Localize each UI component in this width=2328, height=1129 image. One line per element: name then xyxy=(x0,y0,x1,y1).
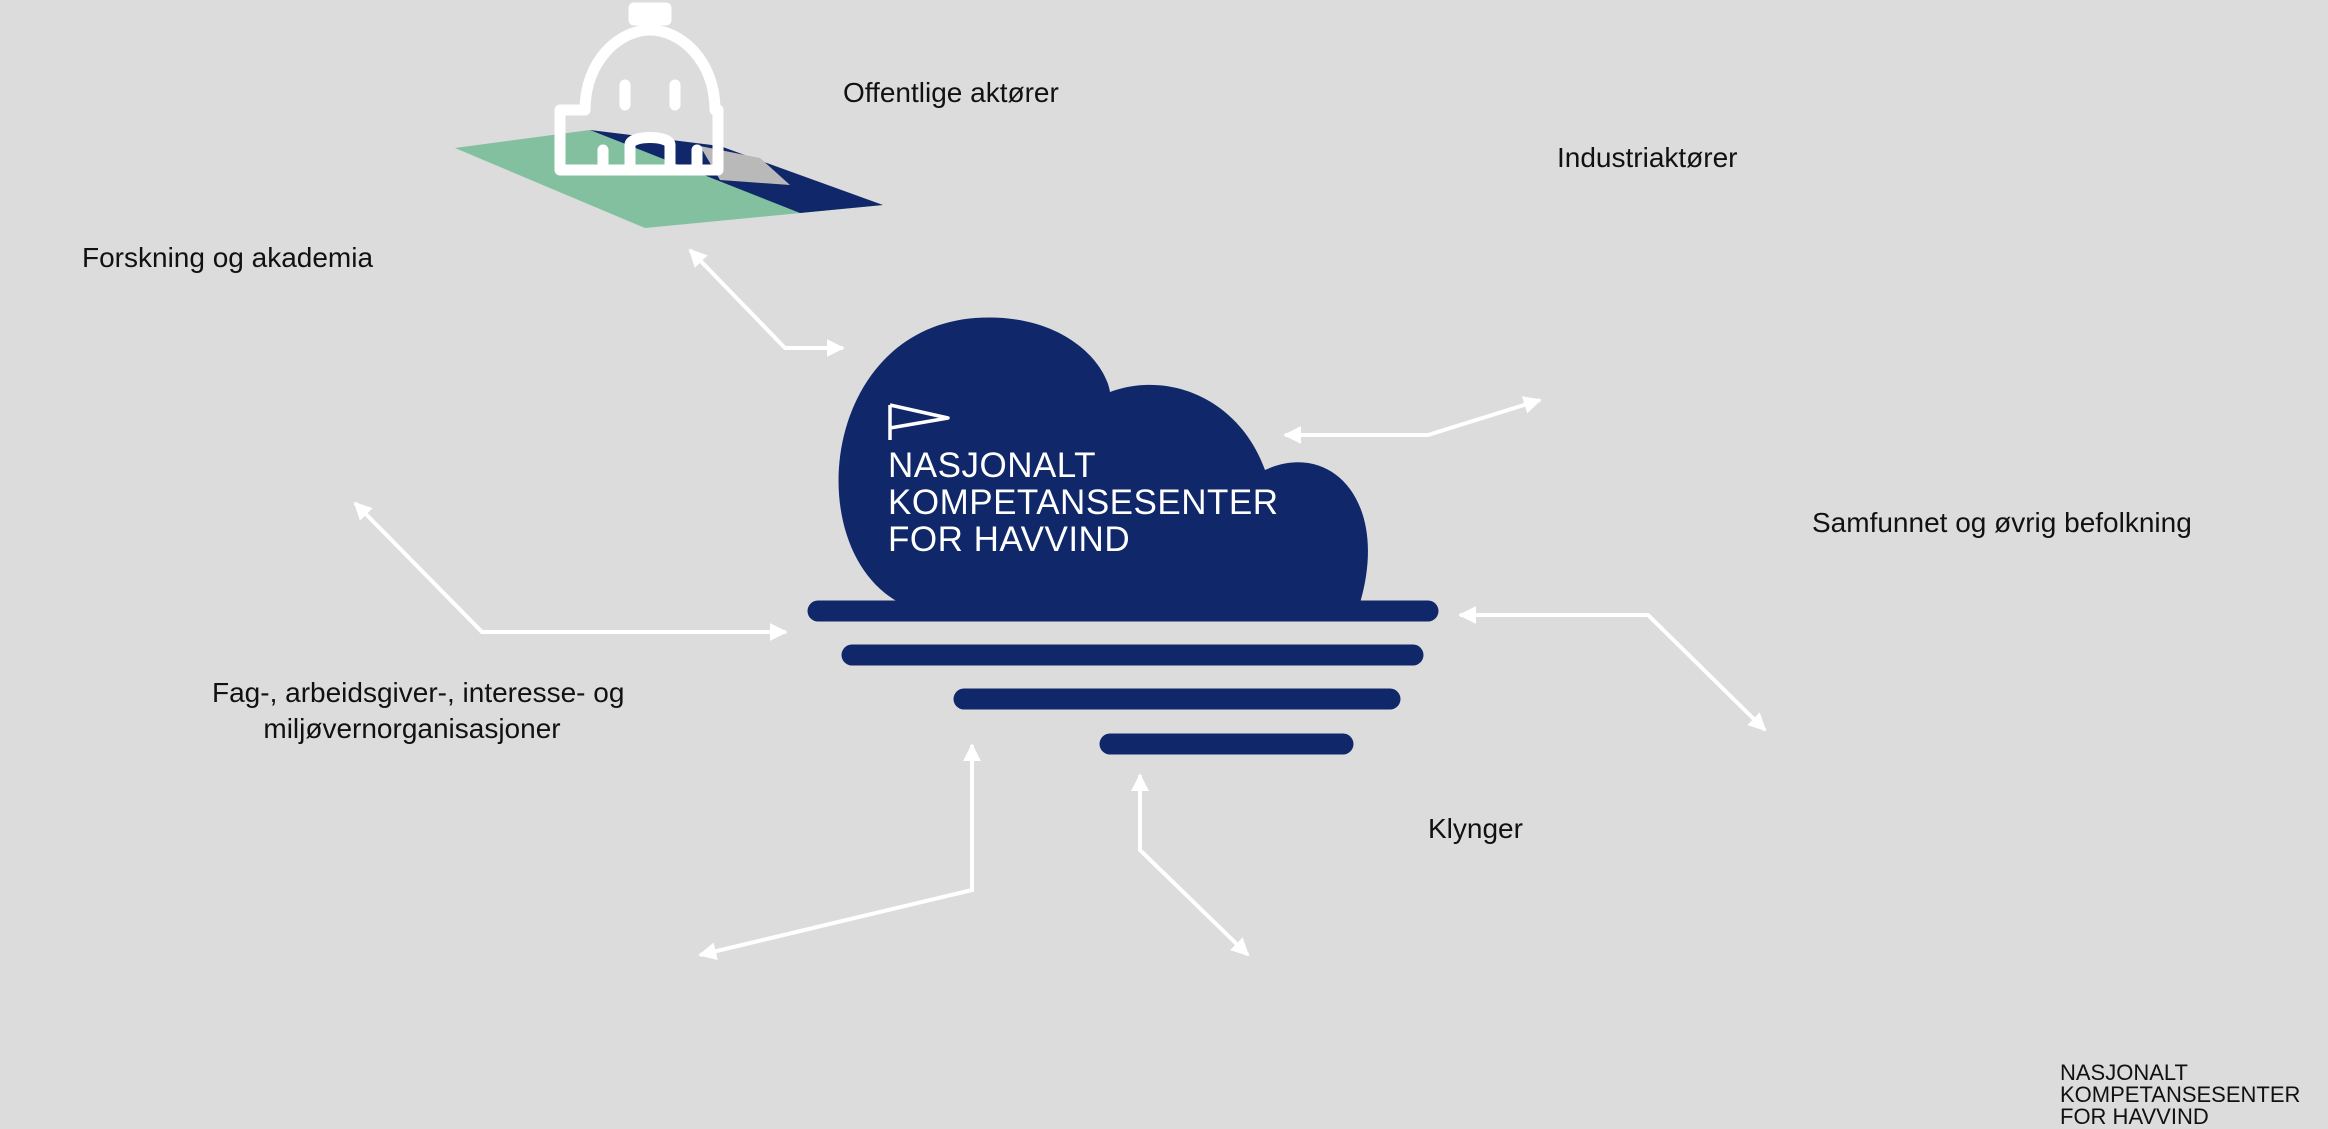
corner-logo-line2: KOMPETANSESENTER xyxy=(2060,1082,2301,1107)
label-society: Samfunnet og øvrig befolkning xyxy=(1812,507,2192,538)
arrow-society xyxy=(1458,606,1767,732)
center-title-line1: NASJONALT xyxy=(888,446,1097,485)
label-research: Forskning og akademia xyxy=(82,242,374,273)
label-organizations-line1: Fag-, arbeidsgiver-, interesse- og xyxy=(212,677,625,708)
label-clusters: Klynger xyxy=(1428,813,1523,844)
label-industry: Industriaktører xyxy=(1557,142,1738,173)
arrow-organizations xyxy=(698,743,981,960)
public-actors-group xyxy=(455,2,883,228)
corner-logo-line3: FOR HAVVIND xyxy=(2060,1104,2209,1129)
arrow-clusters xyxy=(1131,773,1250,957)
wave-lines xyxy=(807,600,1439,755)
label-organizations: Fag-, arbeidsgiver-, interesse- og miljø… xyxy=(212,675,625,747)
center-title: NASJONALT KOMPETANSESENTER FOR HAVVIND xyxy=(888,447,1278,558)
center-title-line2: KOMPETANSESENTER xyxy=(888,483,1279,522)
corner-logo-line1: NASJONALT xyxy=(2060,1060,2188,1085)
center-cloud xyxy=(838,317,1368,603)
label-organizations-line2: miljøvernorganisasjoner xyxy=(263,713,561,744)
label-public-actors: Offentlige aktører xyxy=(843,77,1059,108)
arrow-research xyxy=(353,501,788,641)
corner-logo: NASJONALT KOMPETANSESENTER FOR HAVVIND xyxy=(2060,1030,2300,1128)
arrow-industry xyxy=(1283,396,1542,444)
government-building-icon xyxy=(554,2,724,176)
center-title-line3: FOR HAVVIND xyxy=(888,520,1131,559)
flag-icon xyxy=(888,403,950,440)
arrow-public xyxy=(688,248,845,357)
connection-arrows xyxy=(353,248,1767,960)
